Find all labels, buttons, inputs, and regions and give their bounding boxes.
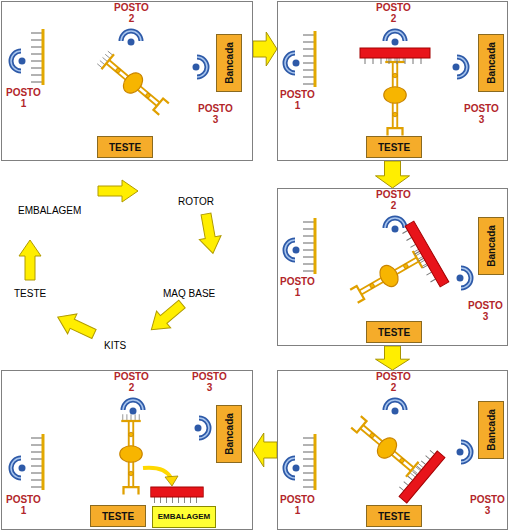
flow-arrow <box>376 161 410 188</box>
box-label: TESTE <box>102 511 134 522</box>
operator-icon <box>11 458 26 478</box>
box-label: Bancada <box>486 225 497 267</box>
station-label: POSTO 2 <box>376 372 411 393</box>
panel-drawing <box>285 400 471 503</box>
station-box: Bancada <box>216 405 242 463</box>
cycle-arrow <box>195 212 224 255</box>
flow-arrow <box>253 32 277 66</box>
box-label: TESTE <box>109 142 141 153</box>
station-label: POSTO 1 <box>6 88 41 109</box>
cycle-arrows <box>19 180 224 344</box>
red-part <box>360 48 430 64</box>
operator-icon <box>285 240 300 260</box>
cycle-arrow <box>53 307 99 344</box>
cycle-step: MAQ BASE <box>163 288 215 299</box>
station-label: POSTO 3 <box>198 104 233 125</box>
box-label: TESTE <box>378 327 410 338</box>
operator-icon <box>123 400 143 415</box>
cycle-arrow <box>98 180 138 202</box>
box-label: TESTE <box>378 142 410 153</box>
panel-drawing <box>285 31 467 136</box>
station-label: POSTO 2 <box>114 3 149 24</box>
robot-arm <box>348 246 429 306</box>
panel-drawing <box>285 218 471 306</box>
station-box: Bancada <box>478 217 504 275</box>
flow-arrow <box>376 346 410 370</box>
cycle-step: KITS <box>104 340 126 351</box>
box-label: Bancada <box>486 409 497 451</box>
operator-icon <box>457 442 472 462</box>
transfer-arrow <box>143 468 171 478</box>
operator-icon <box>385 400 405 415</box>
rotor-part <box>31 434 43 490</box>
box-label: Bancada <box>486 42 497 84</box>
flow-arrow <box>253 433 277 467</box>
rotor-part <box>303 31 315 87</box>
robot-arm <box>384 55 407 135</box>
operator-icon <box>195 418 210 438</box>
cycle-step: TESTE <box>14 288 46 299</box>
box-label: EMBALAGEM <box>158 513 210 522</box>
box-label: Bancada <box>224 42 235 84</box>
operator-icon <box>385 218 405 233</box>
robot-arm <box>120 414 143 494</box>
station-label: POSTO 3 <box>470 495 505 516</box>
station-label: POSTO 1 <box>280 277 315 298</box>
station-panel: POSTO 2 POSTO 1 POSTO 3 BancadaTESTE <box>277 188 508 346</box>
station-box: Bancada <box>216 34 242 92</box>
station-box: TESTE <box>90 505 146 527</box>
panel-drawing <box>11 29 207 118</box>
rotor-part <box>303 218 315 274</box>
operator-icon <box>285 53 300 73</box>
cycle-step: ROTOR <box>178 196 214 207</box>
operator-icon <box>285 458 300 478</box>
station-label: POSTO 1 <box>6 495 41 516</box>
station-label: POSTO 1 <box>280 495 315 516</box>
red-part <box>400 221 449 290</box>
cycle-arrow <box>144 296 189 339</box>
robot-arm <box>95 49 171 118</box>
rotor-part <box>303 434 315 490</box>
station-label: POSTO 1 <box>280 90 315 111</box>
station-box: TESTE <box>366 136 422 158</box>
station-label: POSTO 3 <box>192 372 227 393</box>
station-panel: POSTO 2 POSTO 3 POSTO 1 BancadaTESTE EMBALAG… <box>1 370 253 530</box>
operator-icon <box>453 57 468 77</box>
panel-drawing <box>11 400 209 503</box>
operator-icon <box>193 57 208 77</box>
transfer-arrow <box>165 476 178 486</box>
box-label: Bancada <box>224 413 235 455</box>
operator-icon <box>11 51 26 71</box>
rotor-part <box>31 29 43 85</box>
station-label: POSTO 3 <box>464 104 499 125</box>
station-box: Bancada <box>478 401 504 459</box>
station-panel: POSTO 2 POSTO 1 POSTO 3 BancadaTESTE <box>277 370 508 530</box>
operator-icon <box>457 268 472 288</box>
operator-icon <box>121 31 141 46</box>
packing-box: EMBALAGEM <box>152 506 216 528</box>
station-panel: POSTO 2 POSTO 1 POSTO 3 BancadaTESTE <box>277 1 508 161</box>
cycle-step: EMBALAGEM <box>18 205 81 216</box>
station-box: TESTE <box>97 136 153 158</box>
station-label: POSTO 2 <box>114 372 149 393</box>
box-label: TESTE <box>378 511 410 522</box>
station-box: Bancada <box>478 34 504 92</box>
station-label: POSTO 2 <box>376 3 411 24</box>
station-panel: POSTO 2 POSTO 1 POSTO 3 BancadaTESTE <box>1 1 253 161</box>
red-part <box>394 447 445 503</box>
station-box: TESTE <box>366 321 422 343</box>
station-label: POSTO 2 <box>376 190 411 211</box>
operator-icon <box>385 31 405 46</box>
cycle-arrow <box>19 240 41 280</box>
red-part <box>151 487 204 503</box>
station-box: TESTE <box>366 505 422 527</box>
station-label: POSTO 3 <box>468 301 503 322</box>
